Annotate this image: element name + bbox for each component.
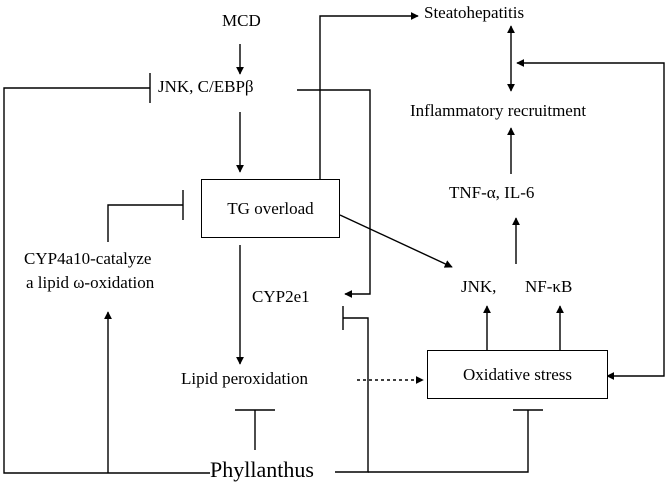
node-tg-overload-box: TG overload <box>201 179 340 238</box>
node-mcd: MCD <box>222 11 261 30</box>
node-jnk-cebp: JNK, C/EBPβ <box>158 77 254 96</box>
node-oxidative-stress-box: Oxidative stress <box>427 350 608 399</box>
node-tnf-il6: TNF-α, IL-6 <box>449 183 535 202</box>
node-phyllanthus: Phyllanthus <box>210 457 314 482</box>
arrow-oxidative-stress-steatohepatitis <box>516 59 665 380</box>
node-oxidative-stress: Oxidative stress <box>462 364 573 384</box>
node-inflammatory-recruitment: Inflammatory recruitment <box>410 101 587 120</box>
arrow-tg-overload-to-jnk <box>339 214 453 268</box>
inhibit-phyllanthus-to-oxidative-stress <box>368 410 529 473</box>
inhibit-phyllanthus-to-jnk-cebp <box>3 87 210 474</box>
node-cyp4a10-line1: CYP4a10-catalyze <box>24 249 152 268</box>
node-cyp2e1: CYP2e1 <box>252 287 310 306</box>
node-nfkb: NF-κB <box>525 277 573 296</box>
node-cyp4a10-line2: a lipid ω-oxidation <box>26 273 155 292</box>
inhibit-cyp4a10-to-tg-overload <box>107 204 183 242</box>
arrow-tg-overload-to-steatohepatitis <box>319 12 419 179</box>
inhibit-phyllanthus-to-cyp2e1 <box>335 317 369 473</box>
node-tg-overload: TG overload <box>227 198 314 218</box>
node-jnk: JNK, <box>461 277 497 296</box>
node-steatohepatitis: Steatohepatitis <box>424 3 525 22</box>
arrow-jnk-cebp-to-cyp2e1 <box>297 89 371 298</box>
node-lipid-peroxidation: Lipid peroxidation <box>181 369 309 388</box>
